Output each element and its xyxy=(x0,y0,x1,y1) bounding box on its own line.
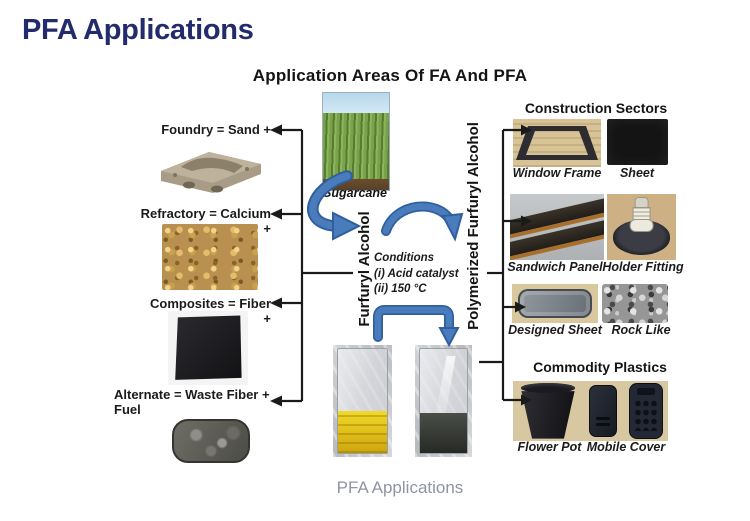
page-title: PFA Applications xyxy=(22,14,254,46)
figure-caption: PFA Applications xyxy=(336,478,464,497)
calcium-granules-photo xyxy=(162,224,258,290)
sandwich-panel-photo xyxy=(510,194,604,260)
sugarcane-photo xyxy=(322,92,390,191)
furfuryl-alcohol-label: Furfuryl Alcohol xyxy=(356,211,373,327)
cover-screen-window xyxy=(636,388,655,396)
cover-slot xyxy=(595,422,611,427)
right-item-label-sheet: Sheet xyxy=(619,166,655,180)
conditions-item-1: (i) Acid catalyst xyxy=(374,267,459,280)
window-frame-photo xyxy=(513,119,601,167)
conditions-item-2: (ii) 150 °C xyxy=(374,283,427,295)
holder-flange xyxy=(629,218,654,232)
dark-liquid xyxy=(419,413,468,453)
beaker-to-beaker-arrow xyxy=(373,305,460,348)
right-item-label-sandwich-panel: Sandwich Panel xyxy=(507,260,603,274)
cane-field-band xyxy=(323,113,389,180)
section-heading-construction: Construction Sectors xyxy=(524,100,668,116)
pot-body xyxy=(521,391,575,439)
black-sheet-shape xyxy=(175,315,242,380)
right-item-label-designed-sheet: Designed Sheet xyxy=(508,323,602,337)
designed-sheet-photo xyxy=(512,284,598,323)
cover-slot xyxy=(595,416,611,421)
holder-fitting-photo xyxy=(607,194,676,260)
briquette-shape xyxy=(171,418,251,464)
right-item-label-mobile-cover: Mobile Cover xyxy=(586,440,666,454)
soil-band xyxy=(323,179,389,190)
yellow-liquid xyxy=(338,411,387,453)
fuel-briquette-photo xyxy=(169,417,253,465)
conditions-heading: Conditions xyxy=(374,252,435,264)
right-item-label-window-frame: Window Frame xyxy=(512,166,602,180)
section-heading-commodity: Commodity Plastics xyxy=(533,359,667,375)
window-frame-illustration xyxy=(516,126,598,160)
flower-pot-photo xyxy=(513,381,583,441)
fa-to-pfa-arc-arrow xyxy=(381,201,464,242)
fiber-composite-sheet-photo xyxy=(168,311,248,385)
holder-thread xyxy=(632,207,651,220)
left-item-label-foundry: Foundry = Sand + xyxy=(161,122,271,137)
polymerized-pfa-beaker-photo xyxy=(415,345,472,457)
holder-fitting-stack xyxy=(629,197,654,234)
sugarcane-label: Sugarcane xyxy=(323,186,387,200)
molded-sheet-shape xyxy=(518,288,592,319)
right-item-label-rock-like: Rock Like xyxy=(611,323,671,337)
sand-mold-photo xyxy=(155,139,267,195)
left-item-label-alternate: Alternate = Waste Fiber + Fuel xyxy=(114,387,270,417)
sand-mold-illustration xyxy=(161,152,261,193)
rock-like-photo xyxy=(602,284,668,323)
left-item-label-refractory: Refractory = Calcium + xyxy=(140,206,271,236)
polymerized-furfuryl-alcohol-label: Polymerized Furfuryl Alcohol xyxy=(465,122,482,330)
pot-rim xyxy=(521,383,575,393)
diagram-title: Application Areas Of FA And PFA xyxy=(252,66,528,85)
left-item-label-composites: Composites = Fiber + xyxy=(150,296,271,326)
cover-keypad-holes xyxy=(633,399,659,432)
furfuryl-alcohol-beaker-photo xyxy=(333,345,392,457)
mobile-cover-photo xyxy=(583,381,668,441)
white-streak xyxy=(435,355,456,416)
cover-front-shell xyxy=(628,383,663,439)
glass-vial xyxy=(418,348,469,454)
right-item-label-holder-fitting: Holder Fitting xyxy=(602,260,684,274)
right-item-label-flower-pot: Flower Pot xyxy=(517,440,582,454)
conditions-block: Conditions (i) Acid catalyst (ii) 150 °C xyxy=(374,251,480,298)
sky-band xyxy=(323,93,389,114)
cover-back-shell xyxy=(588,384,617,438)
sheet-photo xyxy=(607,119,668,165)
glass-vial xyxy=(337,348,388,454)
